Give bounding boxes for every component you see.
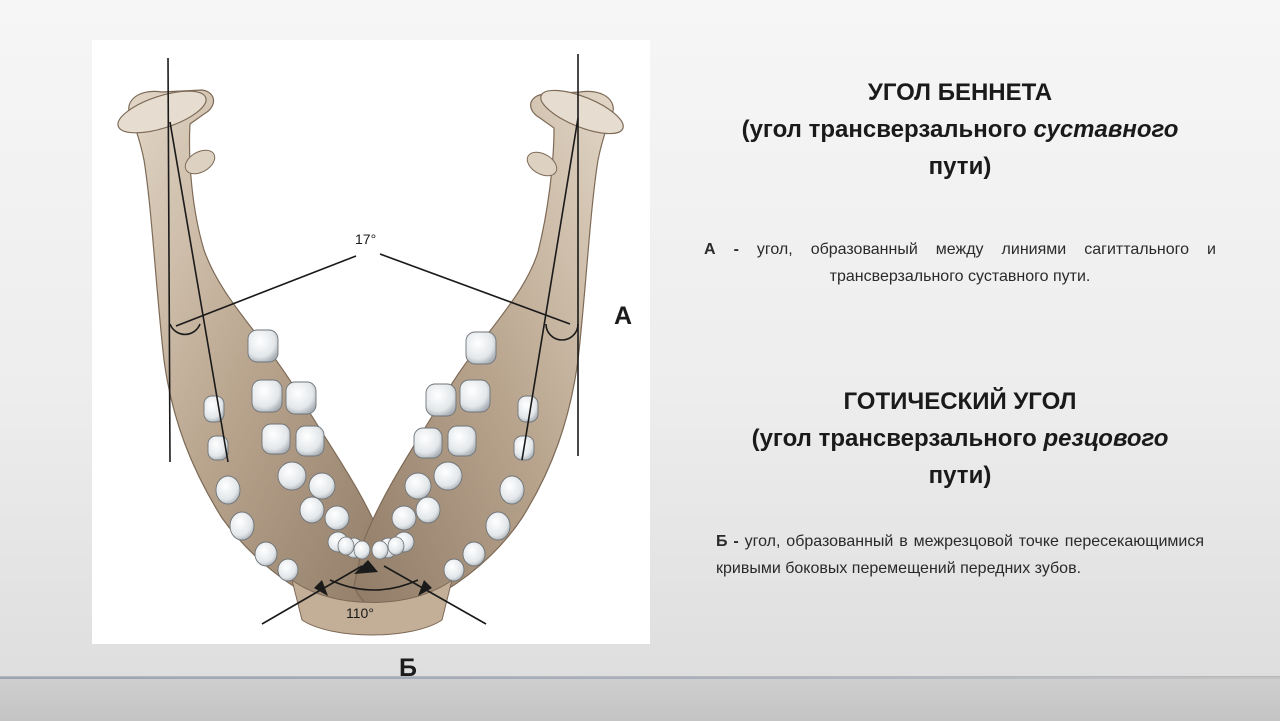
bennett-marker: А - xyxy=(704,241,739,258)
label-a: А xyxy=(614,302,633,330)
gothic-angle-title: ГОТИЧЕСКИЙ УГОЛ (угол трансверзального р… xyxy=(690,383,1230,494)
bennett-title-line3: пути) xyxy=(928,153,992,180)
slide-footer-bar xyxy=(0,676,1280,721)
gothic-title-italic: резцового xyxy=(1043,425,1169,452)
angle-110-label: 110° xyxy=(346,605,374,621)
gothic-marker: Б - xyxy=(716,533,739,550)
footer-accent-line xyxy=(0,677,1280,679)
gothic-description-text: угол, образованный в межрезцовой точке п… xyxy=(716,533,1204,577)
mandible-figure: 17° 110° xyxy=(92,40,650,644)
measurement-lines xyxy=(167,54,579,625)
gothic-title-line1: ГОТИЧЕСКИЙ УГОЛ xyxy=(843,388,1077,415)
gothic-title-line2: (угол трансверзального резцового xyxy=(751,425,1169,452)
bennett-angle-title: УГОЛ БЕННЕТА (угол трансверзального суст… xyxy=(690,74,1230,185)
gothic-description: Б - угол, образованный в межрезцовой точ… xyxy=(716,528,1204,582)
teeth-right xyxy=(378,331,539,582)
mandible-illustration: 17° 110° xyxy=(117,54,624,636)
bennett-title-line2: (угол трансверзального суставного xyxy=(741,116,1179,143)
bennett-title-italic: суставного xyxy=(1033,116,1179,143)
gothic-title-line3: пути) xyxy=(928,462,992,489)
angle-17-label: 17° xyxy=(355,231,376,247)
bennett-title-line1: УГОЛ БЕННЕТА xyxy=(867,79,1053,106)
teeth-left xyxy=(203,329,364,582)
label-b: Б xyxy=(399,654,417,682)
bennett-description-text: угол, образованный между линиями сагитта… xyxy=(738,241,1216,285)
bennett-description: А - угол, образованный между линиями саг… xyxy=(704,236,1216,290)
